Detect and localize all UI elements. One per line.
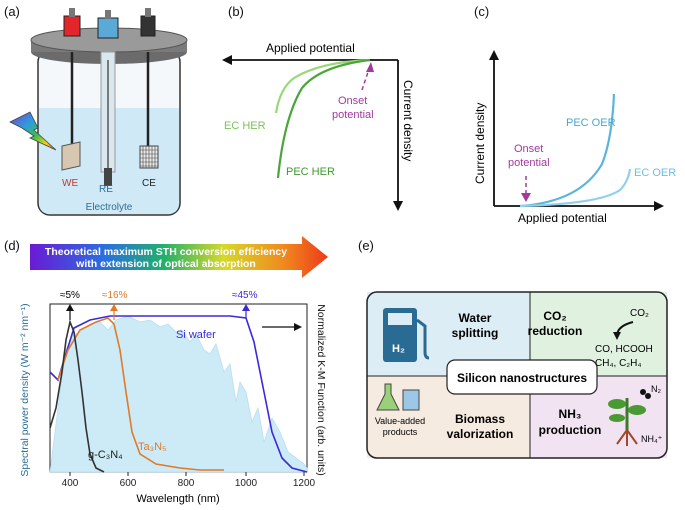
we-cap [63, 15, 81, 37]
panel-d-label: (d) [4, 238, 20, 253]
re-cap [97, 17, 119, 39]
pec-her-curve [276, 58, 371, 179]
plant-icon [608, 398, 646, 446]
panel-c-label: (c) [474, 4, 490, 19]
x-tick-400: 400 [62, 478, 79, 489]
pec-oer-label: PEC OER [566, 117, 616, 129]
panel-e-label: (e) [358, 238, 374, 253]
efficiency-banner-arrow [30, 236, 328, 278]
ce-label: CE [142, 178, 156, 189]
c-y-axis-label: Current density [473, 103, 487, 184]
nh3-title2: production [539, 423, 602, 437]
n2-label: N₂ [651, 384, 661, 394]
co2-products1: CO, HCOOH [595, 344, 653, 355]
marker-45pct: ≈45% [232, 290, 258, 301]
b-onset-line2: potential [332, 109, 374, 121]
panel-c-diagram: Current density Applied potential PEC OE… [473, 50, 676, 224]
pec-her-label: PEC HER [286, 166, 335, 178]
x-tick-600: 600 [120, 478, 137, 489]
d-y-right-label: Normalized K-M Function (arb. units) [315, 304, 327, 476]
b-y-axis-label: Current density [401, 80, 415, 161]
co2-title: CO₂ [543, 309, 566, 323]
re-label: RE [99, 184, 113, 195]
x-tick-1000: 1000 [235, 478, 258, 489]
c-x-axis-label: Applied potential [518, 211, 607, 224]
d-y-left-label: Spectral power density (W m⁻² nm⁻¹) [19, 303, 31, 476]
nh4-label: NH₄⁺ [641, 434, 663, 444]
d-x-axis-label: Wavelength (nm) [136, 493, 219, 505]
biomass-line1: Biomass [455, 412, 505, 426]
ce-cap [140, 15, 156, 37]
h2-icon-text: H₂ [392, 343, 405, 355]
panel-d-chart: Theoretical maximum STH conversion effic… [19, 236, 328, 505]
panel-e-diagram: H₂ Water splitting CO₂ reduction CO₂ CO,… [366, 291, 668, 459]
electrolyte-label: Electrolyte [86, 202, 133, 213]
ec-her-label: EC HER [224, 120, 266, 132]
we-plate [61, 141, 81, 171]
water-line1: Water [459, 311, 492, 325]
ta3n5-curve [57, 317, 224, 471]
ta3n5-label: Ta₃N₅ [138, 441, 166, 453]
banner-line1: Theoretical maximum STH conversion effic… [45, 246, 287, 258]
ec-her-curve [274, 58, 371, 114]
c-onset-line1: Onset [514, 143, 543, 155]
we-label: WE [62, 178, 78, 189]
marker-16pct: ≈16% [102, 290, 128, 301]
b-onset-line1: Onset [338, 95, 367, 107]
biomass-icon-text1: Value-added [375, 416, 425, 426]
nh3-title: NH₃ [559, 407, 582, 421]
co2-reactant: CO₂ [630, 308, 649, 319]
x-tick-1200: 1200 [293, 478, 316, 489]
biomass-line2: valorization [447, 427, 514, 441]
electrochemical-cell-diagram: WE RE CE Electrolyte [9, 8, 188, 216]
banner-line2: with extension of optical absorption [75, 258, 256, 270]
panel-a-label: (a) [4, 4, 20, 19]
co2-products2: CH₄, C₂H₄ [595, 358, 642, 369]
ec-oer-curve [519, 168, 632, 208]
panel-b-diagram: Applied potential Current density EC HER… [222, 41, 415, 211]
gcn-curve [49, 319, 105, 473]
center-label: Silicon nanostructures [457, 371, 587, 385]
panel-b-label: (b) [228, 4, 244, 19]
biomass-icon-text2: products [383, 427, 418, 437]
light-bolt-icon [9, 111, 57, 151]
marker-5pct: ≈5% [60, 290, 80, 301]
si-wafer-curve [49, 315, 308, 473]
water-line2: splitting [452, 326, 499, 340]
si-wafer-label: Si wafer [176, 329, 216, 341]
x-tick-800: 800 [178, 478, 195, 489]
ce-mesh [139, 145, 159, 169]
gcn-label: g-C₃N₄ [88, 449, 123, 461]
flask-beaker-icon [376, 383, 420, 411]
b-x-axis-label: Applied potential [266, 41, 355, 55]
pec-oer-curve [519, 93, 616, 208]
co2-title2: reduction [528, 324, 583, 338]
c-onset-line2: potential [508, 157, 550, 169]
ec-oer-label: EC OER [634, 167, 676, 179]
fuel-pump-icon [383, 308, 430, 362]
